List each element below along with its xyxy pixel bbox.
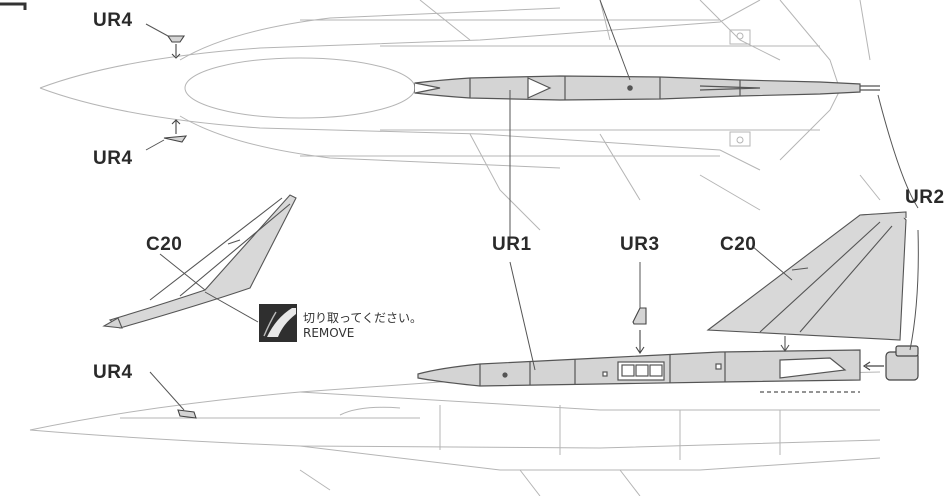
c20-label-right: C20 bbox=[720, 234, 757, 255]
side-view-aircraft bbox=[29, 371, 881, 496]
c20-label-left: C20 bbox=[146, 234, 183, 255]
remove-note-japanese: 切り取ってください。 bbox=[303, 311, 423, 325]
ur3-label: UR3 bbox=[620, 234, 660, 255]
ur4-label-top: UR4 bbox=[93, 10, 133, 31]
ur3-antenna bbox=[632, 307, 647, 354]
remove-note-english: REMOVE bbox=[303, 326, 355, 340]
ur4-side-antenna bbox=[177, 409, 197, 419]
ur2-tail-cap bbox=[862, 345, 919, 381]
top-spine-part bbox=[414, 75, 880, 101]
remove-icon bbox=[259, 304, 297, 342]
ur2-label: UR2 bbox=[905, 187, 945, 208]
side-spine-part bbox=[417, 349, 861, 393]
ur4-top-antennas bbox=[163, 35, 188, 143]
top-view-aircraft bbox=[39, 0, 881, 231]
remove-note: 切り取ってください。 REMOVE bbox=[303, 311, 422, 341]
c20-right-fin bbox=[706, 211, 907, 352]
ur4-label-bottom: UR4 bbox=[93, 362, 133, 383]
leader-lines bbox=[0, 0, 919, 411]
ur4-label-middle: UR4 bbox=[93, 148, 133, 169]
c20-left-fin bbox=[102, 194, 297, 329]
ur1-label: UR1 bbox=[492, 234, 532, 255]
